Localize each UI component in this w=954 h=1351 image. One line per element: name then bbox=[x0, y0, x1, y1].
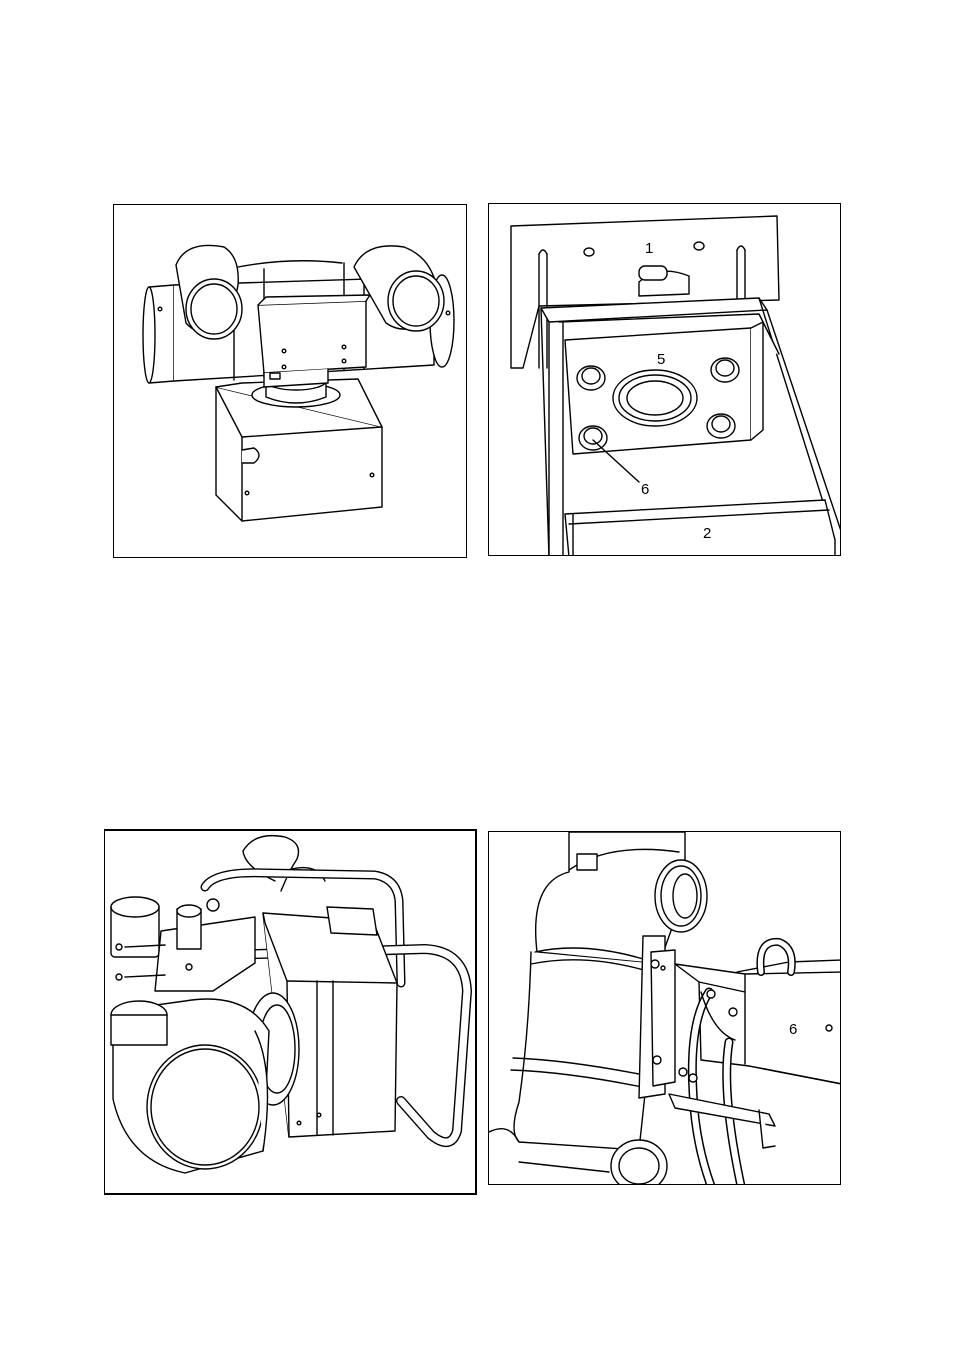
flange-detail-drawing bbox=[489, 204, 841, 556]
camera-housing-drawing bbox=[114, 205, 467, 558]
figure-camera-housing bbox=[113, 204, 467, 558]
figure-clamp-detail: 6 bbox=[488, 831, 841, 1185]
callout-6: 6 bbox=[789, 1022, 797, 1037]
callout-1: 1 bbox=[645, 241, 653, 256]
figure-blower-frame bbox=[104, 829, 477, 1195]
callout-2: 2 bbox=[703, 526, 711, 541]
callout-5: 5 bbox=[657, 352, 665, 367]
blower-frame-drawing bbox=[105, 831, 477, 1195]
clamp-detail-drawing bbox=[489, 832, 841, 1185]
callout-6: 6 bbox=[641, 482, 649, 497]
figure-flange-detail: 1 5 6 2 bbox=[488, 203, 841, 556]
